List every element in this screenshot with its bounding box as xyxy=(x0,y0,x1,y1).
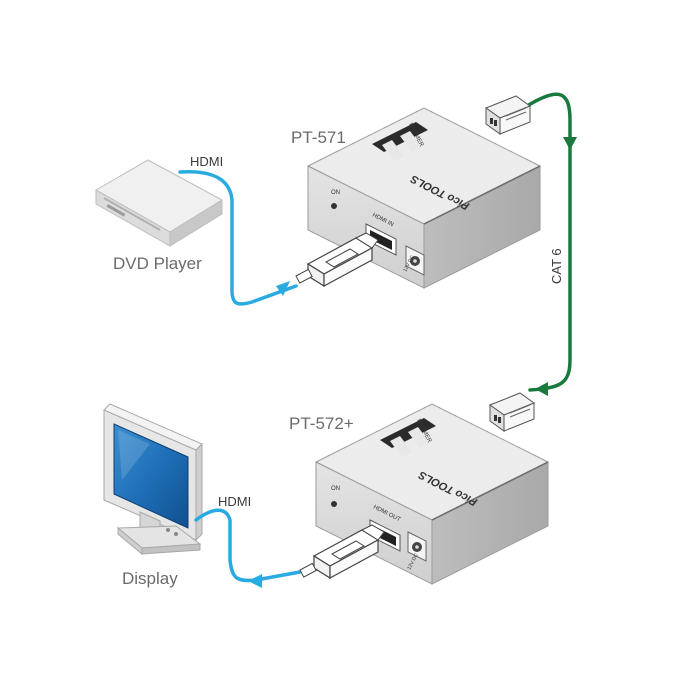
cat6-cable: CAT 6 xyxy=(525,92,577,396)
transmitter-power-jack xyxy=(405,245,425,276)
dvd-player-icon xyxy=(94,159,223,247)
transmitter-device: KRAMER Pico TOOLS ON HDMI IN 12V DC xyxy=(306,107,542,289)
transmitter-model-label: PT-571 xyxy=(291,128,346,147)
receiver-power-jack xyxy=(407,531,427,562)
hdmi-sink-arrow-icon xyxy=(248,574,262,588)
kramer-logo-icon: KRAMER xyxy=(372,122,428,161)
cat6-label: CAT 6 xyxy=(549,248,564,284)
hdmi-sink-label: HDMI xyxy=(218,494,251,509)
receiver-led-label: ON xyxy=(331,486,340,492)
receiver-model-label: PT-572+ xyxy=(289,414,354,433)
hdmi-cable-source: HDMI xyxy=(178,154,298,306)
display-label: Display xyxy=(122,569,178,588)
hdmi-plug-transmitter xyxy=(295,232,379,288)
hdmi-plug-receiver xyxy=(299,524,385,580)
rj45-connector-transmitter xyxy=(484,95,532,135)
transmitter-led-label: ON xyxy=(331,190,340,196)
hdmi-source-label: HDMI xyxy=(190,154,223,169)
rj45-connector-receiver xyxy=(488,392,536,432)
receiver-led-indicator xyxy=(331,501,337,507)
dvd-player-label: DVD Player xyxy=(113,254,202,273)
kramer-logo-icon: KRAMER xyxy=(380,418,436,457)
hdmi-cable-sink: HDMI xyxy=(194,494,302,588)
receiver-device: KRAMER Pico TOOLS ON HDMI OUT 12V DC xyxy=(314,403,550,585)
display-monitor-icon xyxy=(103,403,203,556)
hdmi-source-arrow-icon xyxy=(276,281,290,296)
transmitter-led-indicator xyxy=(331,203,337,209)
cat6-arrow-down-icon xyxy=(563,137,577,150)
cat6-arrow-left-icon xyxy=(535,382,548,396)
